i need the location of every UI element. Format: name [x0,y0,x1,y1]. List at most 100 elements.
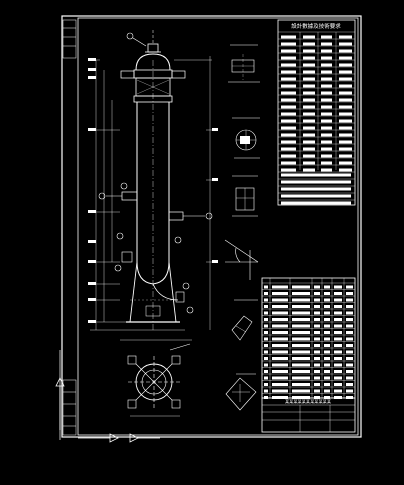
spec-note-text [281,201,351,205]
spec-table-cell-text [281,84,296,88]
parts-list-cell-text [324,331,330,334]
parts-list-cell-text [314,305,320,308]
parts-list-cell-text [292,396,310,399]
parts-list-cell-text [264,389,268,393]
parts-list-cell-text [264,324,268,328]
spec-table-cell-text [339,56,352,60]
spec-table-cell-text [281,147,296,151]
spec-table-cell-text [303,84,315,88]
parts-list-cell-text [324,318,330,321]
spec-table-cell-text [339,42,352,46]
parts-list-cell-text [324,383,330,386]
parts-list-cell-text [324,363,330,367]
parts-list-cell-text [346,331,353,334]
parts-list-cell-text [324,396,330,399]
parts-list-cell-text [264,292,268,295]
parts-list-cell-text [324,292,330,295]
title-block-text: 某某某某某某某某某某某 [285,399,332,405]
spec-table-cell-text [303,112,315,116]
parts-list-cell-text [324,376,330,380]
parts-list-cell-text [334,311,342,315]
spec-table: 設計數據及技術要求 [277,19,356,206]
spec-table-cell-text [321,49,332,53]
parts-list-cell-text [346,337,353,341]
parts-list-cell-text [334,344,342,347]
parts-list-cell-text [346,357,353,360]
flange-detail-top [228,44,260,83]
spec-table-cell-text [339,168,352,172]
spec-note-text [281,194,351,198]
spec-note-text [281,187,351,191]
spec-table-cell-text [281,35,296,39]
parts-list-cell-text [292,292,310,295]
parts-list-cell-text [272,337,288,341]
parts-list-cell-text [346,396,353,399]
spec-table-cell-text [281,154,296,158]
parts-list-cell-text [324,298,330,302]
parts-list-cell-text [264,370,268,373]
parts-list-cell-text [324,311,330,315]
spec-table-cell-text [339,98,352,102]
parts-list-cell-text [346,370,353,373]
vessel-elevation [98,30,213,330]
nozzle-right-upper [171,70,186,79]
parts-list-cell-text [292,363,310,367]
spec-note-text [281,180,351,184]
spec-table-cell-text [321,105,332,109]
spec-table-cell-text [281,77,296,81]
spec-table-cell-text [321,133,332,137]
spec-table-cell-text [281,42,296,46]
spec-table-cell-text [303,154,315,158]
parts-list-cell-text [272,396,288,399]
parts-list-cell-text [264,396,268,399]
spec-table-cell-text [281,91,296,95]
spec-table-cell-text [321,42,332,46]
spec-table-cell-text [339,133,352,137]
parts-list-cell-text [272,370,288,373]
spec-table-cell-text [339,49,352,53]
spec-table-cell-text [321,70,332,74]
spec-table-cell-text [303,77,315,81]
parts-list-cell-text [346,383,353,386]
spec-table-cell-text [339,105,352,109]
spec-table-cell-text [339,126,352,130]
parts-list-cell-text [292,337,310,341]
parts-list-cell-text [346,389,353,393]
spec-table-cell-text [281,98,296,102]
spec-table-cell-text [321,126,332,130]
parts-list-cell-text [346,344,353,347]
parts-list-cell-text [272,318,288,321]
spec-table-cell-text [321,56,332,60]
parts-list-cell-text [314,350,320,354]
parts-list-cell-text [334,389,342,393]
spec-table-cell-text [303,126,315,130]
spec-table-cell-text [281,161,296,165]
parts-list-cell-text [272,357,288,360]
parts-list-cell-text [264,311,268,315]
parts-list-cell-text [334,376,342,380]
spec-table-cell-text [303,98,315,102]
parts-list-cell-text [334,324,342,328]
parts-list-cell-text [272,298,288,302]
parts-list-cell-text [334,350,342,354]
parts-list-cell-text [334,292,342,295]
parts-list-cell-text [272,389,288,393]
parts-list-cell-text [346,285,353,289]
parts-list-cell-text [334,318,342,321]
spec-table-cell-text [303,35,315,39]
parts-list-cell-text [324,370,330,373]
parts-list-cell-text [264,350,268,354]
spec-table-cell-text [339,147,352,151]
parts-list-cell-text [314,324,320,328]
dimension-ticks [88,58,218,323]
title-block: 某某某某某某某某某某某 [261,397,356,433]
parts-list-cell-text [346,311,353,315]
parts-list-cell-text [314,370,320,373]
parts-list-cell-text [324,344,330,347]
spec-table-cell-text [321,77,332,81]
spec-table-cell-text [321,154,332,158]
parts-list-cell-text [292,370,310,373]
spec-table-cell-text [339,63,352,67]
